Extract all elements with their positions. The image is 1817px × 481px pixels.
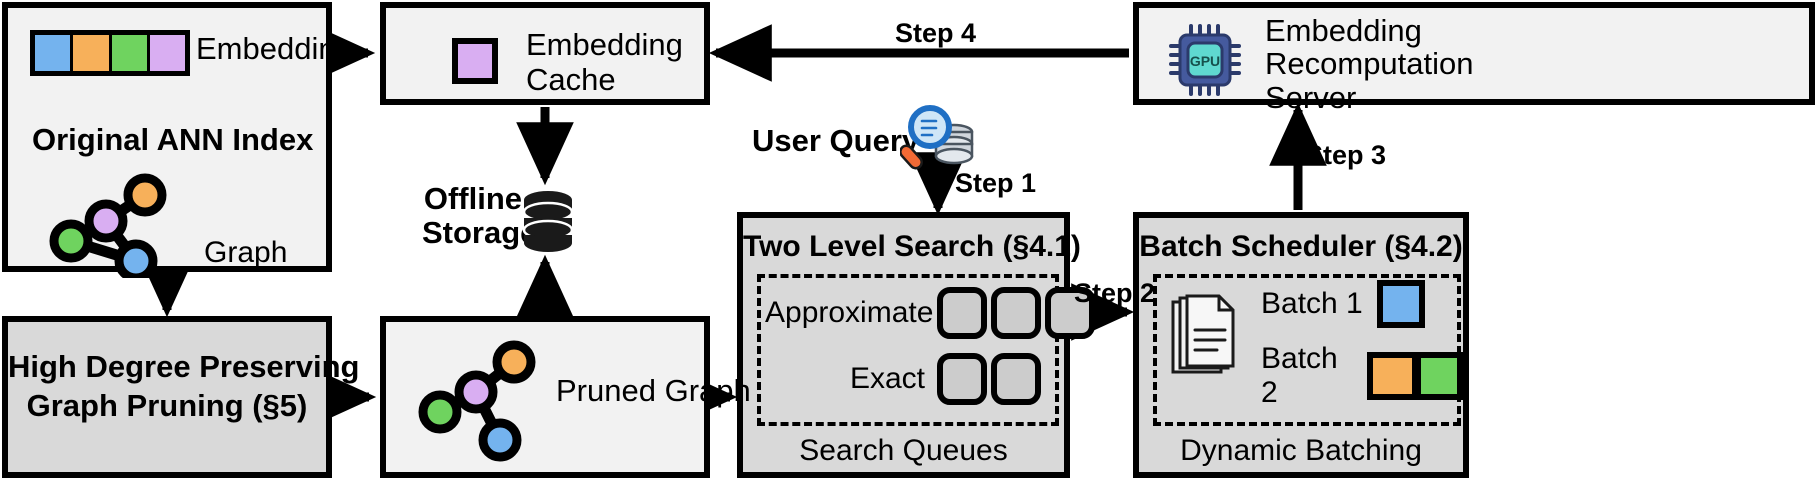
embedding-label: Embedding xyxy=(196,31,353,66)
batch-scheduler-panel: Batch Scheduler (§4.2) Batch 1 Batch 2 xyxy=(1133,212,1469,478)
user-query-label: User Query xyxy=(752,123,920,158)
pruned-graph-icon xyxy=(418,340,536,462)
pruned-graph-label: Pruned Graph xyxy=(556,373,751,408)
step-3-label: Step 3 xyxy=(1305,140,1387,170)
documents-stack-icon xyxy=(1171,294,1235,374)
gpu-chip-icon: GPU xyxy=(1169,24,1241,96)
gpu-icon-text: GPU xyxy=(1190,53,1220,69)
embedding-cache-panel: Embedding Cache xyxy=(380,2,710,105)
batch-1-items xyxy=(1376,280,1425,328)
queue-cell[interactable] xyxy=(937,353,987,405)
batch-2-items xyxy=(1367,352,1463,400)
magnifier-database-icon xyxy=(900,105,974,170)
purple-square-icon xyxy=(452,38,498,84)
batch-row-1: Batch 1 xyxy=(1261,280,1425,328)
embedding-recomputation-server-panel: GPU Embedding Recomputation Server xyxy=(1133,2,1815,114)
approximate-label: Approximate xyxy=(765,296,934,329)
search-queues-footer: Search Queues xyxy=(799,434,1008,467)
embedding-cell-green xyxy=(111,35,150,71)
graph-pruning-label: High Degree Preserving Graph Pruning (§5… xyxy=(8,349,360,423)
embedding-cell-blue xyxy=(35,35,74,71)
pruned-graph-panel: Pruned Graph xyxy=(380,316,751,478)
dynamic-batching-dashed-region xyxy=(1153,274,1461,426)
embedding-vector-icon xyxy=(30,30,190,76)
step-2-label: Step 2 xyxy=(1074,278,1156,308)
batch-item-blue xyxy=(1376,280,1425,328)
database-cylinder-icon xyxy=(522,191,574,252)
original-ann-index-panel: Embedding Original ANN Index Graph xyxy=(2,2,353,278)
offline-storage-label: Offline Storage xyxy=(422,181,538,251)
batch-2-label: Batch 2 xyxy=(1261,342,1338,409)
queue-row-exact: Exact xyxy=(765,350,1053,408)
step-1-label: Step 1 xyxy=(955,168,1037,198)
queue-cell[interactable] xyxy=(991,287,1041,339)
approximate-queue-cells xyxy=(937,287,1095,339)
graph-label: Graph xyxy=(204,236,288,269)
queue-cell[interactable] xyxy=(937,287,987,339)
two-level-search-title: Two Level Search (§4.1) xyxy=(743,230,1081,263)
dynamic-batching-footer: Dynamic Batching xyxy=(1180,434,1422,467)
exact-label: Exact xyxy=(849,362,925,395)
batch-item-green xyxy=(1415,352,1463,400)
batch-scheduler-title: Batch Scheduler (§4.2) xyxy=(1139,230,1463,263)
original-graph-icon xyxy=(49,173,167,278)
search-queues-dashed-region xyxy=(757,274,1059,426)
batch-item-orange xyxy=(1367,352,1415,400)
embedding-cell-orange xyxy=(73,35,112,71)
step-4-label: Step 4 xyxy=(895,18,977,48)
queue-row-approximate: Approximate xyxy=(765,284,1095,342)
embedding-cache-label: Embedding Cache xyxy=(526,27,683,97)
queue-cell[interactable] xyxy=(1045,287,1095,339)
magnifier-glyph xyxy=(900,105,952,170)
graph-pruning-panel: High Degree Preserving Graph Pruning (§5… xyxy=(2,316,360,478)
recomputation-server-label: Embedding Recomputation Server xyxy=(1265,13,1474,115)
exact-queue-cells xyxy=(937,353,1041,405)
batch-1-label: Batch 1 xyxy=(1261,287,1363,320)
ann-index-title: Original ANN Index xyxy=(32,122,314,157)
embedding-cell-purple xyxy=(149,35,185,71)
two-level-search-panel: Two Level Search (§4.1) Approximate Exac… xyxy=(737,212,1095,478)
queue-cell[interactable] xyxy=(991,353,1041,405)
batch-row-2: Batch 2 xyxy=(1261,342,1463,410)
